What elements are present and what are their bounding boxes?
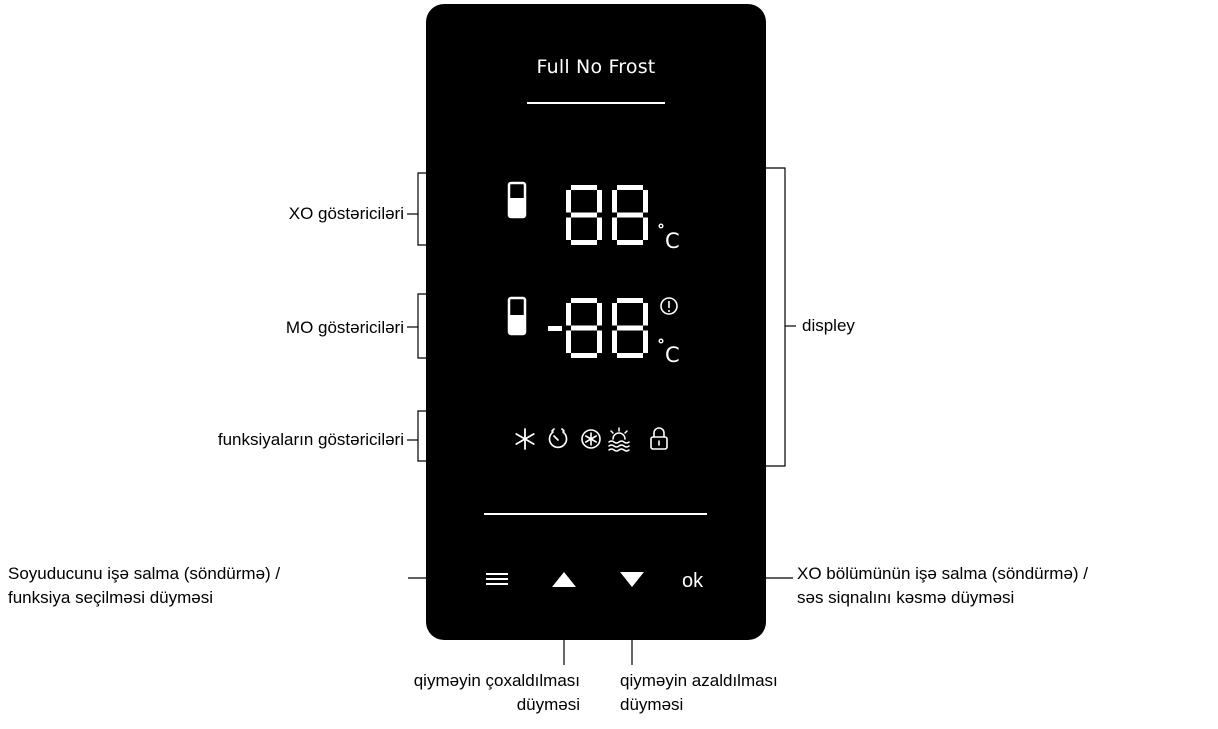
freezer-digit-2 <box>612 185 648 245</box>
svg-text:C: C <box>665 229 680 253</box>
menu-button[interactable] <box>486 573 508 585</box>
ok-label: ok <box>682 570 704 592</box>
function-indicators-label: funksiyaların göstəriciləri <box>217 430 404 449</box>
celsius-unit-fridge: C <box>658 338 680 367</box>
up-triangle-icon <box>552 572 576 587</box>
timer-icon <box>548 428 568 449</box>
fridge-digit-2 <box>612 298 648 358</box>
down-button-label-line1: qiyməyin azaldılması <box>620 671 778 690</box>
fridge-compartment-icon <box>507 296 527 336</box>
power-button-label-line2: funksiya seçilməsi düyməsi <box>8 588 214 607</box>
up-button-label-line1: qiyməyin çoxaldılması <box>413 671 580 690</box>
down-button-label-line2: düyməsi <box>620 695 684 714</box>
alert-icon <box>660 297 678 315</box>
vacation-icon <box>608 427 630 452</box>
freezer-digit-1 <box>566 185 602 245</box>
ok-button-label: XO bölümünün işə salma (söndürmə) / səs … <box>797 562 1088 610</box>
down-triangle-icon <box>620 572 644 587</box>
menu-icon <box>486 573 508 585</box>
freezer-compartment-icon <box>507 181 527 219</box>
minus-sign <box>548 326 562 331</box>
mo-indicators-label: MO göstəriciləri <box>285 318 404 337</box>
down-button-label: qiyməyin azaldılması düyməsi <box>620 669 778 717</box>
increase-button[interactable] <box>552 572 576 587</box>
lock-icon <box>650 427 668 450</box>
svg-text:C: C <box>665 343 680 367</box>
up-button-label: qiyməyin çoxaldılması düyməsi <box>414 669 580 717</box>
ok-button-label-line1: XO bölümünün işə salma (söndürmə) / <box>797 564 1089 583</box>
fridge-digit-1 <box>566 298 602 358</box>
freezer-temperature-digits <box>566 185 648 245</box>
snowflake-icon <box>515 428 535 450</box>
xo-indicators-label: XO göstəriciləri <box>288 204 404 223</box>
power-button-label: Soyuducunu işə salma (söndürmə) / funksi… <box>8 562 280 610</box>
ok-button-label-line2: səs siqnalını kəsmə düyməsi <box>797 588 1015 607</box>
up-button-label-line2: düyməsi <box>516 695 580 714</box>
celsius-unit-freezer: C <box>658 223 680 253</box>
fridge-temperature-digits <box>548 298 648 358</box>
ok-button[interactable]: ok <box>682 570 704 592</box>
control-panel: Full No Frost <box>426 4 766 640</box>
display-label: displey <box>802 316 855 335</box>
brand-label: Full No Frost <box>536 56 656 78</box>
super-freeze-icon <box>581 429 601 449</box>
decrease-button[interactable] <box>620 572 644 587</box>
callout-lines <box>407 167 796 665</box>
power-button-label-line1: Soyuducunu işə salma (söndürmə) / <box>8 564 281 583</box>
